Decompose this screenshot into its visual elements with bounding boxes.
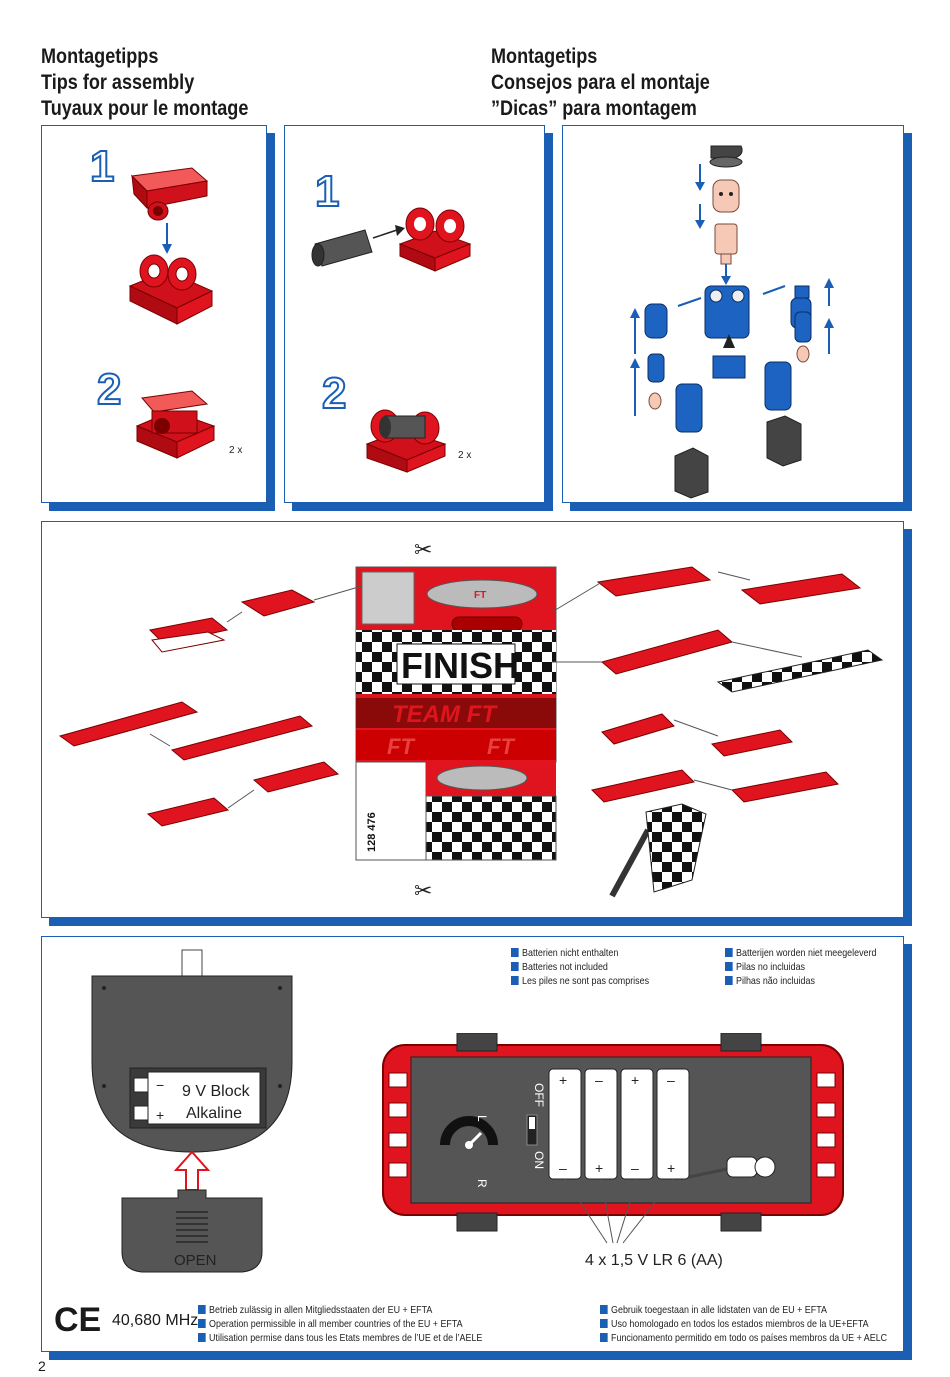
car-chassis: L R ON OFF + – + – – + – + [382,1033,844,1269]
battery-panel: Batterien nicht enthalten Batteries not … [41,936,904,1352]
figure-illustration [630,145,834,499]
batteries-label: 4 x 1,5 V LR 6 (AA) [585,1252,723,1269]
assembly-panel-1: 1 2 2 x [41,125,267,503]
battery-cells: + – + – – + – + [548,1068,690,1180]
sticker-part-number: 128 476 [366,812,378,852]
checkered-flag [609,803,707,898]
svg-text:–: – [631,1160,639,1176]
plate-left-2 [240,589,316,617]
panel2-step1: 1 [315,167,339,216]
frequency-label: 40,680 MHz [112,1312,199,1329]
switch-on-label: ON [532,1151,546,1169]
battery-minus: − [156,1077,164,1093]
panel1-step1: 1 [90,142,114,191]
bs-part-top [130,167,209,221]
dir-r-label: R [475,1179,489,1188]
scissors-icon-bottom: ✂ [414,878,432,903]
figure-arm-right [790,285,812,343]
plate-left-1 [148,617,229,653]
sticker-panel: ✂ ✂ FT FINISH TEAM FT FT FT 128 476 [41,521,904,918]
figure-hat [709,145,743,168]
bs-part-bottom [128,254,214,325]
heading-right: Montagetips Consejos para el montaje ”Di… [491,45,710,120]
ce-mark: CE [54,1301,102,1339]
plate-left-5 [252,761,340,793]
panel1-illustration: 1 2 2 x [89,141,242,459]
plate-right-6 [710,729,794,757]
figure-torso [704,285,750,339]
battery-type: 9 V Block [182,1083,251,1100]
figure-hands [648,345,810,410]
svg-text:+: + [595,1160,603,1176]
plate-left-3 [58,701,199,747]
battery-notes-right: Batterijen worden niet meegeleverd Pilas… [725,946,903,988]
remote-control: − + 9 V Block Alkaline OPEN [91,949,293,1273]
dir-l-label: L [475,1115,489,1122]
svg-text:FT: FT [387,734,415,759]
svg-text:–: – [595,1072,603,1088]
svg-text:+: + [559,1072,567,1088]
sticker-finish: FINISH [401,645,519,686]
approval-right: Gebruik toegestaan in alle lidstaten van… [600,1303,938,1345]
plate-right-5 [601,713,675,745]
panel2-illustration: 1 2 2 x [311,166,472,473]
sticker-illustration: ✂ ✂ FT FINISH TEAM FT FT FT 128 476 [58,537,884,903]
svg-text:–: – [559,1160,567,1176]
figure-hip [712,334,746,379]
plate-right-3 [600,629,734,675]
cell-leader-lines [564,1178,674,1244]
svg-text:FT: FT [474,590,486,601]
bs-assembled [135,390,216,459]
assembly-panel-2: 1 2 2 x [284,125,545,503]
plate-right-1 [596,566,712,597]
arrow-up-icon [173,1150,211,1191]
figure-leg-left [675,383,703,433]
plate-right-4 [716,649,884,693]
sticker-team: TEAM FT [392,701,498,728]
plate-right-8 [730,771,840,803]
scissors-icon-top: ✂ [414,537,432,562]
figure-leg-right [764,361,792,411]
sticker-sheet: FT FINISH TEAM FT FT FT 128 476 [355,566,557,861]
panel2-step2: 2 [322,369,346,418]
battery-lid: OPEN [121,1189,263,1273]
panel1-step2: 2 [97,365,121,414]
plate-left-6 [146,797,230,827]
switch-off-label: OFF [532,1083,546,1107]
assembly-panel-figure [562,125,904,503]
plate-left-4 [170,715,314,761]
figure-feet [674,415,802,499]
bearing-assembled [365,409,447,473]
panel1-qty: 2 x [229,445,242,456]
panel2-qty: 2 x [458,450,471,461]
battery-plus: + [156,1107,164,1123]
bearing-block [398,207,472,272]
page-number: 2 [38,1358,46,1374]
svg-text:FT: FT [487,734,515,759]
svg-text:+: + [667,1160,675,1176]
heading-left: Montagetipps Tips for assembly Tuyaux po… [41,45,249,120]
plate-right-2 [740,573,862,605]
axle-tube [311,229,373,267]
lid-open-label: OPEN [174,1252,217,1269]
screwdriver-icon [688,1156,776,1179]
figure-head [712,179,740,213]
figure-neck [714,223,738,265]
svg-text:+: + [631,1072,639,1088]
battery-chem: Alkaline [186,1105,242,1122]
plate-right-7 [591,769,695,803]
svg-text:–: – [667,1072,675,1088]
sticker-leader-lines [149,571,803,809]
approval-left: Betrieb zulässig in allen Mitgliedsstaat… [198,1303,533,1345]
figure-arm-left [644,303,668,383]
battery-notes-left: Batterien nicht enthalten Batteries not … [511,946,673,988]
